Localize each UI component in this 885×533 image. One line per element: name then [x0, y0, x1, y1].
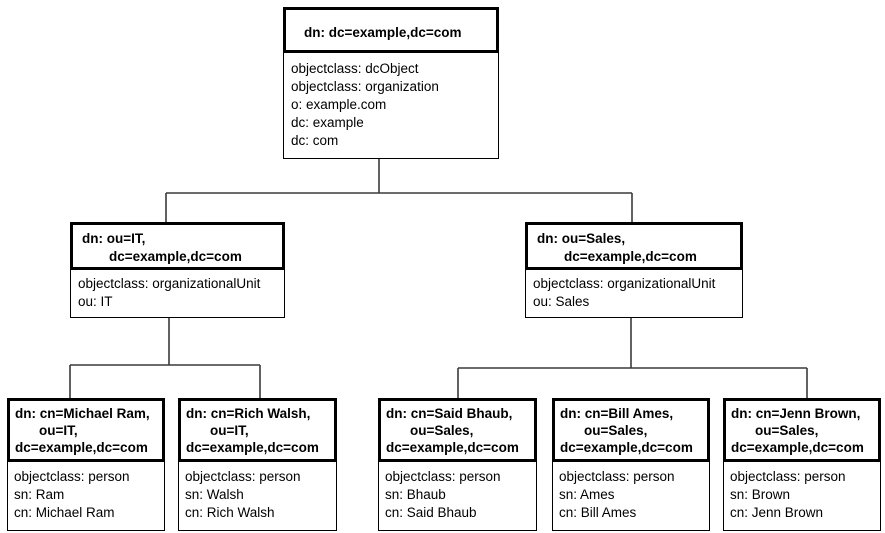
dn-line: dn: ou=Sales,: [537, 231, 626, 246]
attribute-line: cn: Michael Ram: [14, 505, 115, 520]
attribute-line: objectclass: organizationalUnit: [533, 276, 716, 291]
attribute-line: objectclass: organization: [291, 79, 439, 94]
node-person-michael-ram: dn: cn=Michael Ram, ou=IT, dc=example,dc…: [7, 398, 165, 531]
dn-line: dn: cn=Jenn Brown,: [731, 406, 861, 421]
node-person-jenn-brown: dn: cn=Jenn Brown, ou=Sales, dc=example,…: [723, 398, 881, 531]
dn-line: ou=IT,: [39, 423, 78, 438]
attribute-line: sn: Brown: [730, 487, 791, 502]
dn-line: dn: cn=Rich Walsh,: [186, 406, 311, 421]
attribute-line: objectclass: person: [730, 469, 846, 484]
node-jenn-brown-attributes: objectclass: person sn: Brown cn: Jenn B…: [723, 462, 881, 531]
attribute-line: ou: IT: [78, 294, 113, 309]
dn-line: dc=example,dc=com: [564, 249, 697, 264]
node-bill-ames-dn-header: dn: cn=Bill Ames, ou=Sales, dc=example,d…: [552, 398, 710, 462]
node-said-bhaub-attributes: objectclass: person sn: Bhaub cn: Said B…: [378, 462, 537, 531]
dn-line: dc=example,dc=com: [186, 440, 319, 455]
attribute-line: dc: com: [291, 133, 339, 148]
dn-line: dn: cn=Said Bhaub,: [386, 406, 513, 421]
node-person-rich-walsh: dn: cn=Rich Walsh, ou=IT, dc=example,dc=…: [178, 398, 337, 531]
node-jenn-brown-dn-header: dn: cn=Jenn Brown, ou=Sales, dc=example,…: [723, 398, 881, 462]
attribute-line: objectclass: organizationalUnit: [78, 276, 261, 291]
dn-line: dc=example,dc=com: [731, 440, 864, 455]
dn-line: ou=IT,: [210, 423, 249, 438]
node-rich-walsh-dn-header: dn: cn=Rich Walsh, ou=IT, dc=example,dc=…: [178, 398, 337, 462]
node-ou-it-dn-header: dn: ou=IT, dc=example,dc=com: [70, 222, 285, 270]
node-ou-sales-attributes: objectclass: organizationalUnit ou: Sale…: [525, 270, 743, 318]
node-ou-it-attributes: objectclass: organizationalUnit ou: IT: [70, 270, 285, 318]
node-michael-ram-dn-header: dn: cn=Michael Ram, ou=IT, dc=example,dc…: [7, 398, 165, 462]
node-bill-ames-attributes: objectclass: person sn: Ames cn: Bill Am…: [552, 462, 710, 531]
dn-line: dc=example,dc=com: [560, 440, 693, 455]
attribute-line: cn: Bill Ames: [559, 505, 637, 520]
attribute-line: objectclass: person: [385, 469, 501, 484]
node-ou-sales: dn: ou=Sales, dc=example,dc=com objectcl…: [525, 222, 743, 318]
attribute-line: cn: Rich Walsh: [185, 505, 275, 520]
node-root-entry: dn: dc=example,dc=com objectclass: dcObj…: [283, 7, 499, 159]
dn-line: dn: dc=example,dc=com: [304, 25, 462, 40]
dn-line: dn: cn=Michael Ram,: [15, 406, 150, 421]
node-michael-ram-attributes: objectclass: person sn: Ram cn: Michael …: [7, 462, 165, 531]
node-root-dn-header: dn: dc=example,dc=com: [283, 7, 499, 53]
attribute-line: objectclass: person: [14, 469, 130, 484]
attribute-line: o: example.com: [291, 97, 387, 112]
attribute-line: dc: example: [291, 115, 364, 130]
dn-line: ou=Sales,: [410, 423, 474, 438]
node-person-said-bhaub: dn: cn=Said Bhaub, ou=Sales, dc=example,…: [378, 398, 537, 531]
attribute-line: sn: Ram: [14, 487, 65, 502]
attribute-line: cn: Said Bhaub: [385, 505, 477, 520]
attribute-line: objectclass: person: [559, 469, 675, 484]
attribute-line: sn: Ames: [559, 487, 615, 502]
node-person-bill-ames: dn: cn=Bill Ames, ou=Sales, dc=example,d…: [552, 398, 710, 531]
dn-line: ou=Sales,: [584, 423, 648, 438]
attribute-line: ou: Sales: [533, 294, 590, 309]
dn-line: dn: cn=Bill Ames,: [560, 406, 674, 421]
dn-line: ou=Sales,: [755, 423, 819, 438]
node-said-bhaub-dn-header: dn: cn=Said Bhaub, ou=Sales, dc=example,…: [378, 398, 537, 462]
dn-line: dc=example,dc=com: [386, 440, 519, 455]
node-root-attributes: objectclass: dcObject objectclass: organ…: [283, 53, 499, 159]
attribute-line: objectclass: person: [185, 469, 301, 484]
attribute-line: sn: Walsh: [185, 487, 244, 502]
node-rich-walsh-attributes: objectclass: person sn: Walsh cn: Rich W…: [178, 462, 337, 531]
node-ou-it: dn: ou=IT, dc=example,dc=com objectclass…: [70, 222, 285, 318]
dn-line: dc=example,dc=com: [109, 249, 242, 264]
attribute-line: cn: Jenn Brown: [730, 505, 824, 520]
node-ou-sales-dn-header: dn: ou=Sales, dc=example,dc=com: [525, 222, 743, 270]
dn-line: dc=example,dc=com: [15, 440, 148, 455]
attribute-line: objectclass: dcObject: [291, 61, 419, 76]
attribute-line: sn: Bhaub: [385, 487, 446, 502]
dn-line: dn: ou=IT,: [82, 231, 146, 246]
